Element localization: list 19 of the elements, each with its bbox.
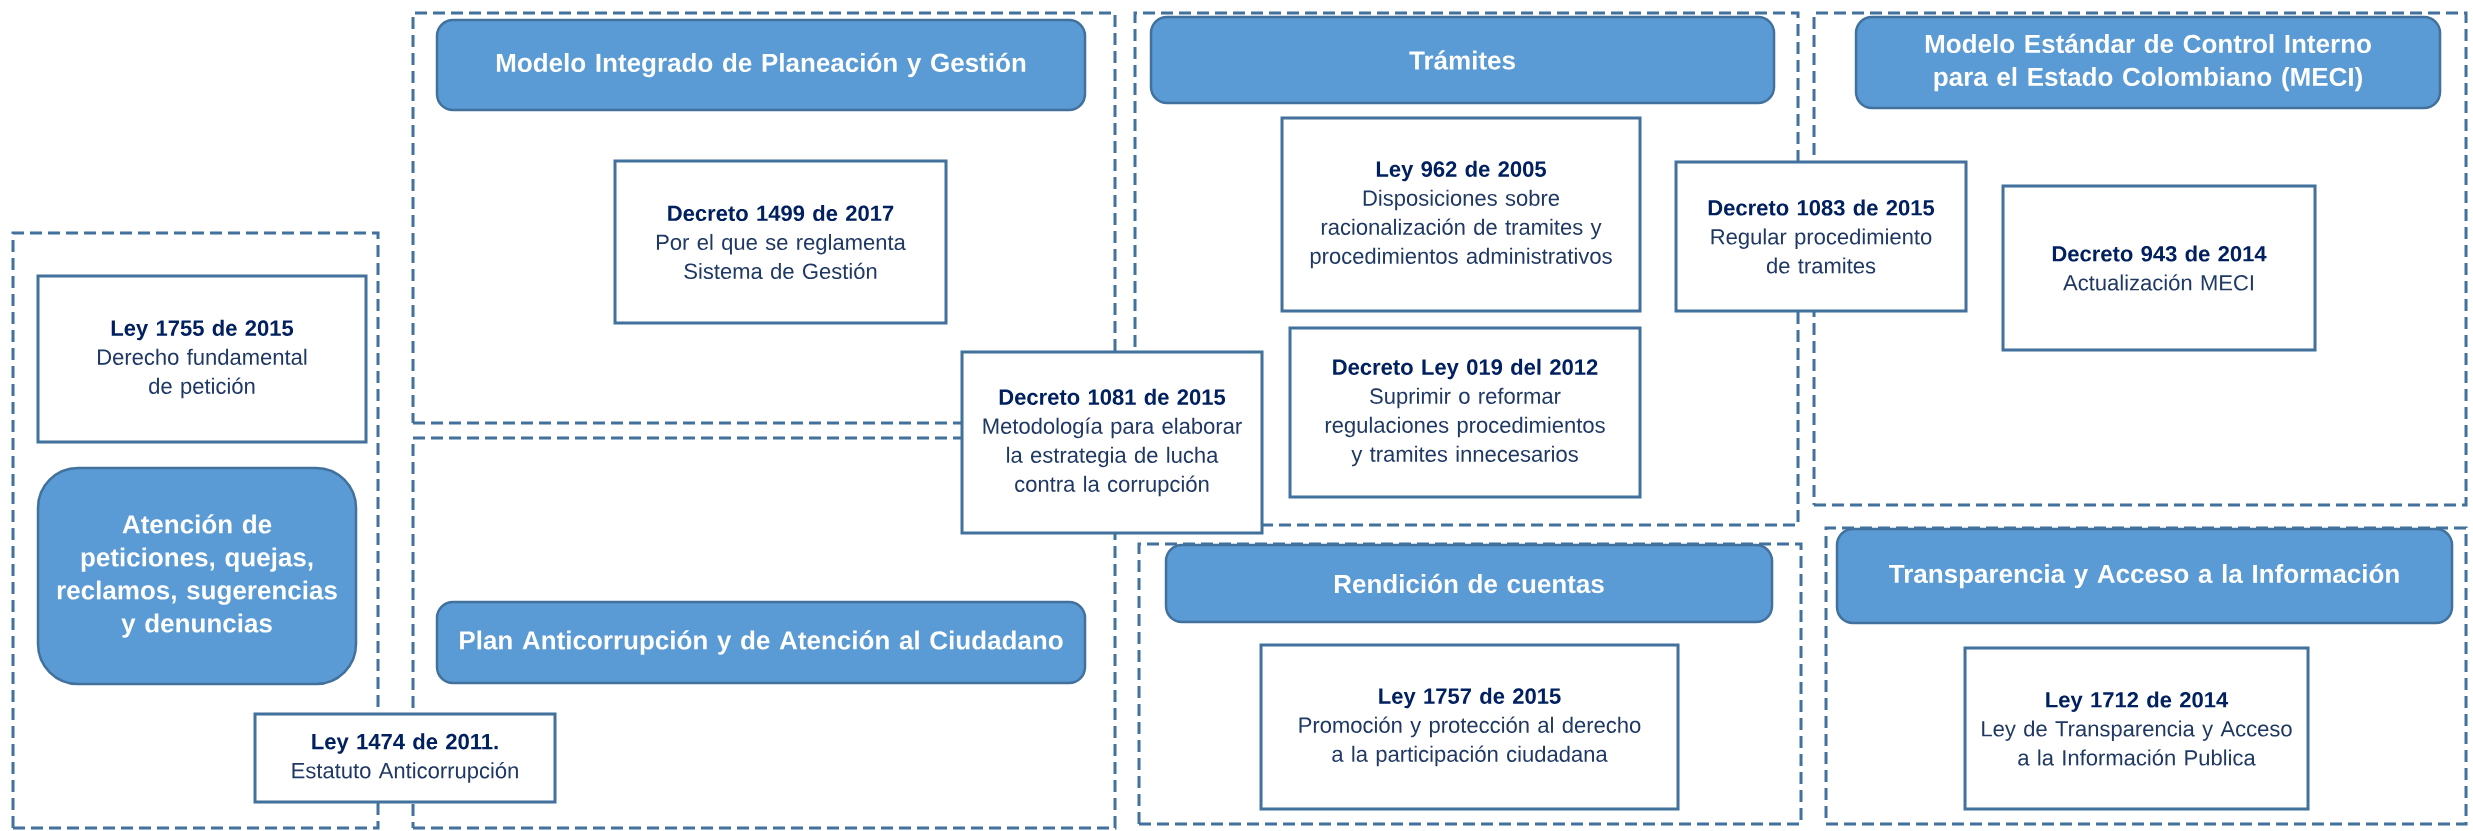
- dashed-region: [1137, 542, 1803, 826]
- header-box: Rendición de cuentas: [1164, 543, 1774, 624]
- header-box: Trámites: [1149, 15, 1776, 105]
- law-box: Ley 962 de 2005 Disposiciones sobre racionalización de tramites y procedimientos administrativos: [1280, 116, 1642, 313]
- header-box: Modelo Integrado de Planeación y Gestión: [435, 18, 1087, 112]
- header-box: Plan Anticorrupción y de Atención al Ciudadano: [435, 600, 1087, 685]
- header-box: Modelo Estándar de Control Interno para el Estado Colombiano (MECI): [1854, 15, 2442, 110]
- law-box: Decreto 1499 de 2017 Por el que se reglamenta Sistema de Gestión: [613, 159, 948, 325]
- law-box: Ley 1712 de 2014 Ley de Transparencia y Acceso a la Información Publica: [1963, 646, 2310, 811]
- law-box: Ley 1757 de 2015 Promoción y protección al derecho a la participación ciudadana: [1259, 643, 1680, 811]
- law-box: Decreto Ley 019 del 2012 Suprimir o reformar regulaciones procedimientos y tramites innecesarios: [1288, 326, 1642, 499]
- header-box: Transparencia y Acceso a la Información: [1835, 527, 2454, 625]
- law-box: Ley 1755 de 2015 Derecho fundamental de petición: [36, 274, 368, 444]
- law-box: Ley 1474 de 2011. Estatuto Anticorrupción: [253, 712, 557, 804]
- law-box: Decreto 943 de 2014 Actualización MECI: [2001, 184, 2317, 352]
- header-box: Atención de peticiones, quejas, reclamos, sugerencias y denuncias: [36, 466, 358, 686]
- dashed-region: [1824, 526, 2468, 826]
- law-box: Decreto 1081 de 2015 Metodología para elaborar la estrategia de lucha contra la corrupción: [960, 350, 1264, 535]
- law-box: Decreto 1083 de 2015 Regular procedimiento de tramites: [1674, 160, 1968, 313]
